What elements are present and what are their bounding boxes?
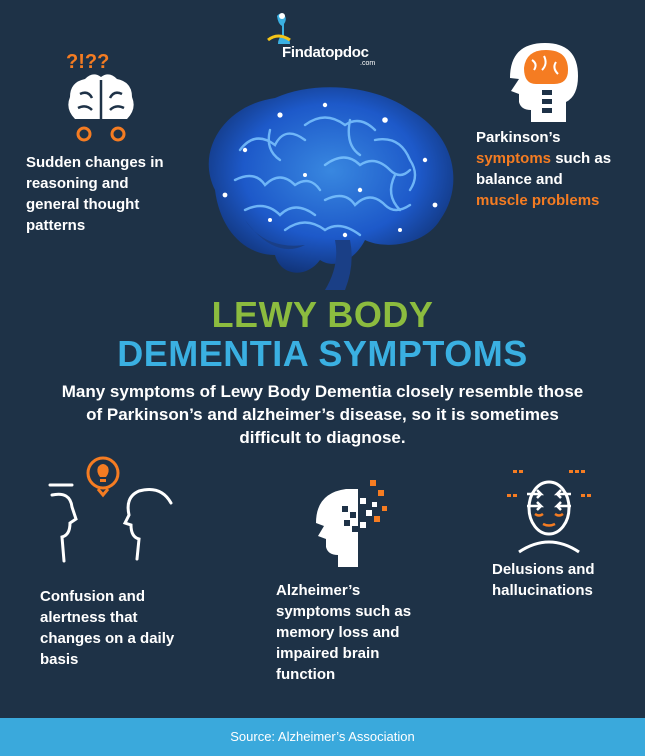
parkinsons-line-2-rest: such as — [551, 150, 612, 167]
source-footer: Source: Alzheimer’s Association — [0, 718, 645, 756]
parkinsons-line-3: balance and — [476, 171, 563, 188]
delusions-feature-text: Delusions and hallucinations — [492, 561, 595, 599]
delusions-feature-icon-wrap — [505, 466, 593, 554]
reasoning-feature-icon-wrap: ?!?? — [60, 42, 142, 147]
logo-wordmark: Findatopdoc — [282, 44, 369, 61]
title-line-2: DEMENTIA SYMPTOMS — [117, 333, 528, 374]
pixelated-head-icon — [316, 480, 387, 567]
parkinsons-feature-icon-wrap — [500, 38, 580, 123]
title-line-1: LEWY BODY — [211, 294, 434, 335]
hallucination-face-icon — [507, 470, 591, 554]
stork-mascot-icon — [267, 13, 291, 44]
confusion-feature-text: Confusion and alertness that changes on … — [40, 588, 175, 668]
glowing-brain-icon — [208, 87, 454, 290]
parkinsons-line-2: symptoms such as — [476, 148, 636, 169]
confusion-feature-icon-wrap — [48, 455, 173, 573]
confused-brain-icon: ?!?? — [66, 51, 134, 142]
reasoning-feature-text: Sudden changes in reasoning and general … — [26, 154, 164, 234]
two-heads-idea-icon — [48, 456, 173, 563]
intro-paragraph: Many symptoms of Lewy Body Dementia clos… — [61, 382, 584, 447]
logo: Findatopdoc .com — [262, 10, 392, 70]
alzheimers-feature-text: Alzheimer’s symptoms such as memory loss… — [276, 582, 412, 683]
parkinsons-feature-text: Parkinson’s symptoms such as balance and… — [476, 127, 636, 211]
alzheimers-feature-icon-wrap — [308, 478, 390, 570]
parkinsons-highlight-symptoms: symptoms — [476, 150, 552, 167]
svg-text:?!??: ?!?? — [66, 51, 109, 73]
parkinsons-highlight-muscle: muscle problems — [476, 192, 600, 209]
parkinsons-line-1: Parkinson’s — [476, 129, 561, 146]
head-brain-icon — [510, 43, 578, 122]
brain-illustration — [185, 80, 470, 295]
logo-domain: .com — [360, 60, 376, 67]
